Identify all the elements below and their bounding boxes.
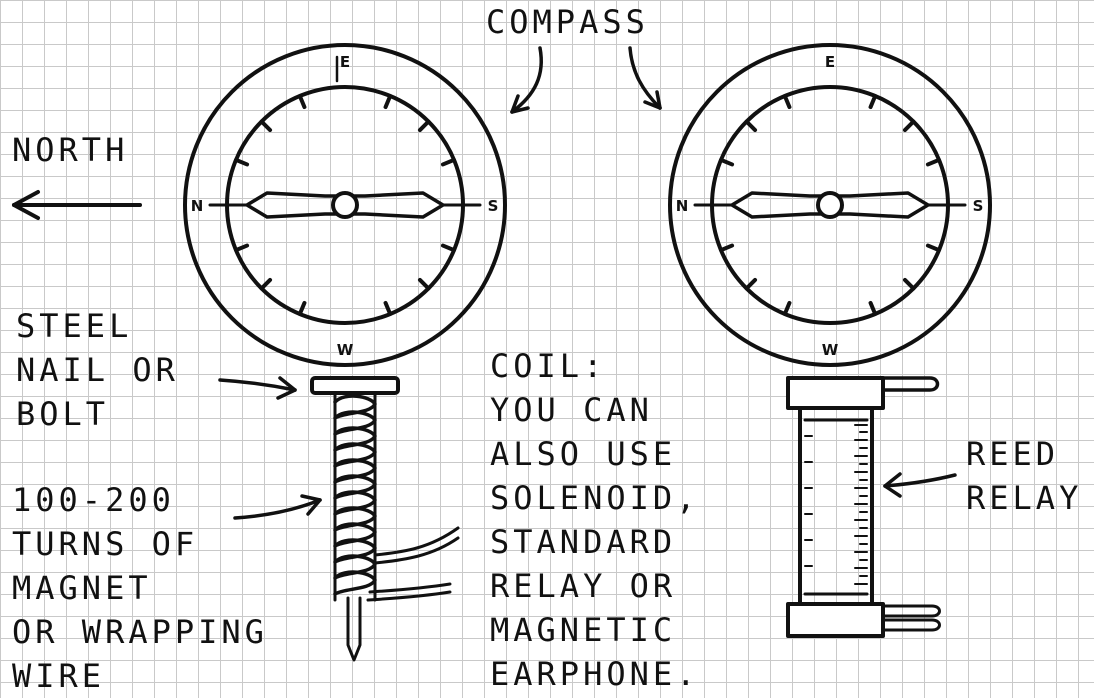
compass-pivot [816, 191, 844, 219]
label-north: NORTH [12, 131, 129, 169]
compass-outer-ring [183, 43, 507, 367]
lead-wire-2 [368, 582, 452, 594]
turns-arrow [233, 498, 322, 520]
compass-pivot [331, 191, 359, 219]
label-coil: COIL: YOU CAN ALSO USE SOLENOID, STANDAR… [490, 347, 700, 693]
compass-dir-top: E [340, 53, 350, 71]
compass-dir-bottom: W [822, 341, 839, 359]
compass-right: E W N S [668, 43, 992, 367]
compass-left: E W N S [183, 43, 507, 367]
relay-bottom-cap [786, 602, 885, 638]
relay-tube [798, 406, 874, 606]
nail-coil [310, 376, 460, 662]
compass-dir-bottom: W [337, 341, 354, 359]
compass-dir-right: S [488, 197, 499, 215]
relay-top-pin [878, 376, 940, 392]
compass-dir-right: S [973, 197, 984, 215]
lead-wire-1 [373, 526, 460, 557]
reed-arrow [883, 473, 957, 488]
compass-dir-top: E [825, 53, 835, 71]
compass-outer-ring [668, 43, 992, 367]
nail-head [310, 376, 400, 395]
label-nail: STEEL NAIL OR BOLT [16, 307, 179, 433]
compass-dir-left: N [676, 197, 689, 215]
label-turns: 100-200 TURNS OF MAGNET OR WRAPPING WIRE [12, 481, 268, 695]
relay-bottom-pins [881, 604, 941, 632]
compass-dir-left: N [191, 197, 204, 215]
nail-arrow [218, 378, 297, 392]
compass-arrow-left [510, 46, 543, 114]
label-compass: COMPASS [486, 3, 649, 41]
coil-windings [333, 394, 377, 596]
nail-tip [346, 596, 362, 662]
relay-top-cap [786, 376, 885, 410]
label-reed-relay: REED RELAY [966, 435, 1083, 517]
reed-relay [786, 376, 941, 638]
compass-arrow-right [628, 46, 662, 110]
